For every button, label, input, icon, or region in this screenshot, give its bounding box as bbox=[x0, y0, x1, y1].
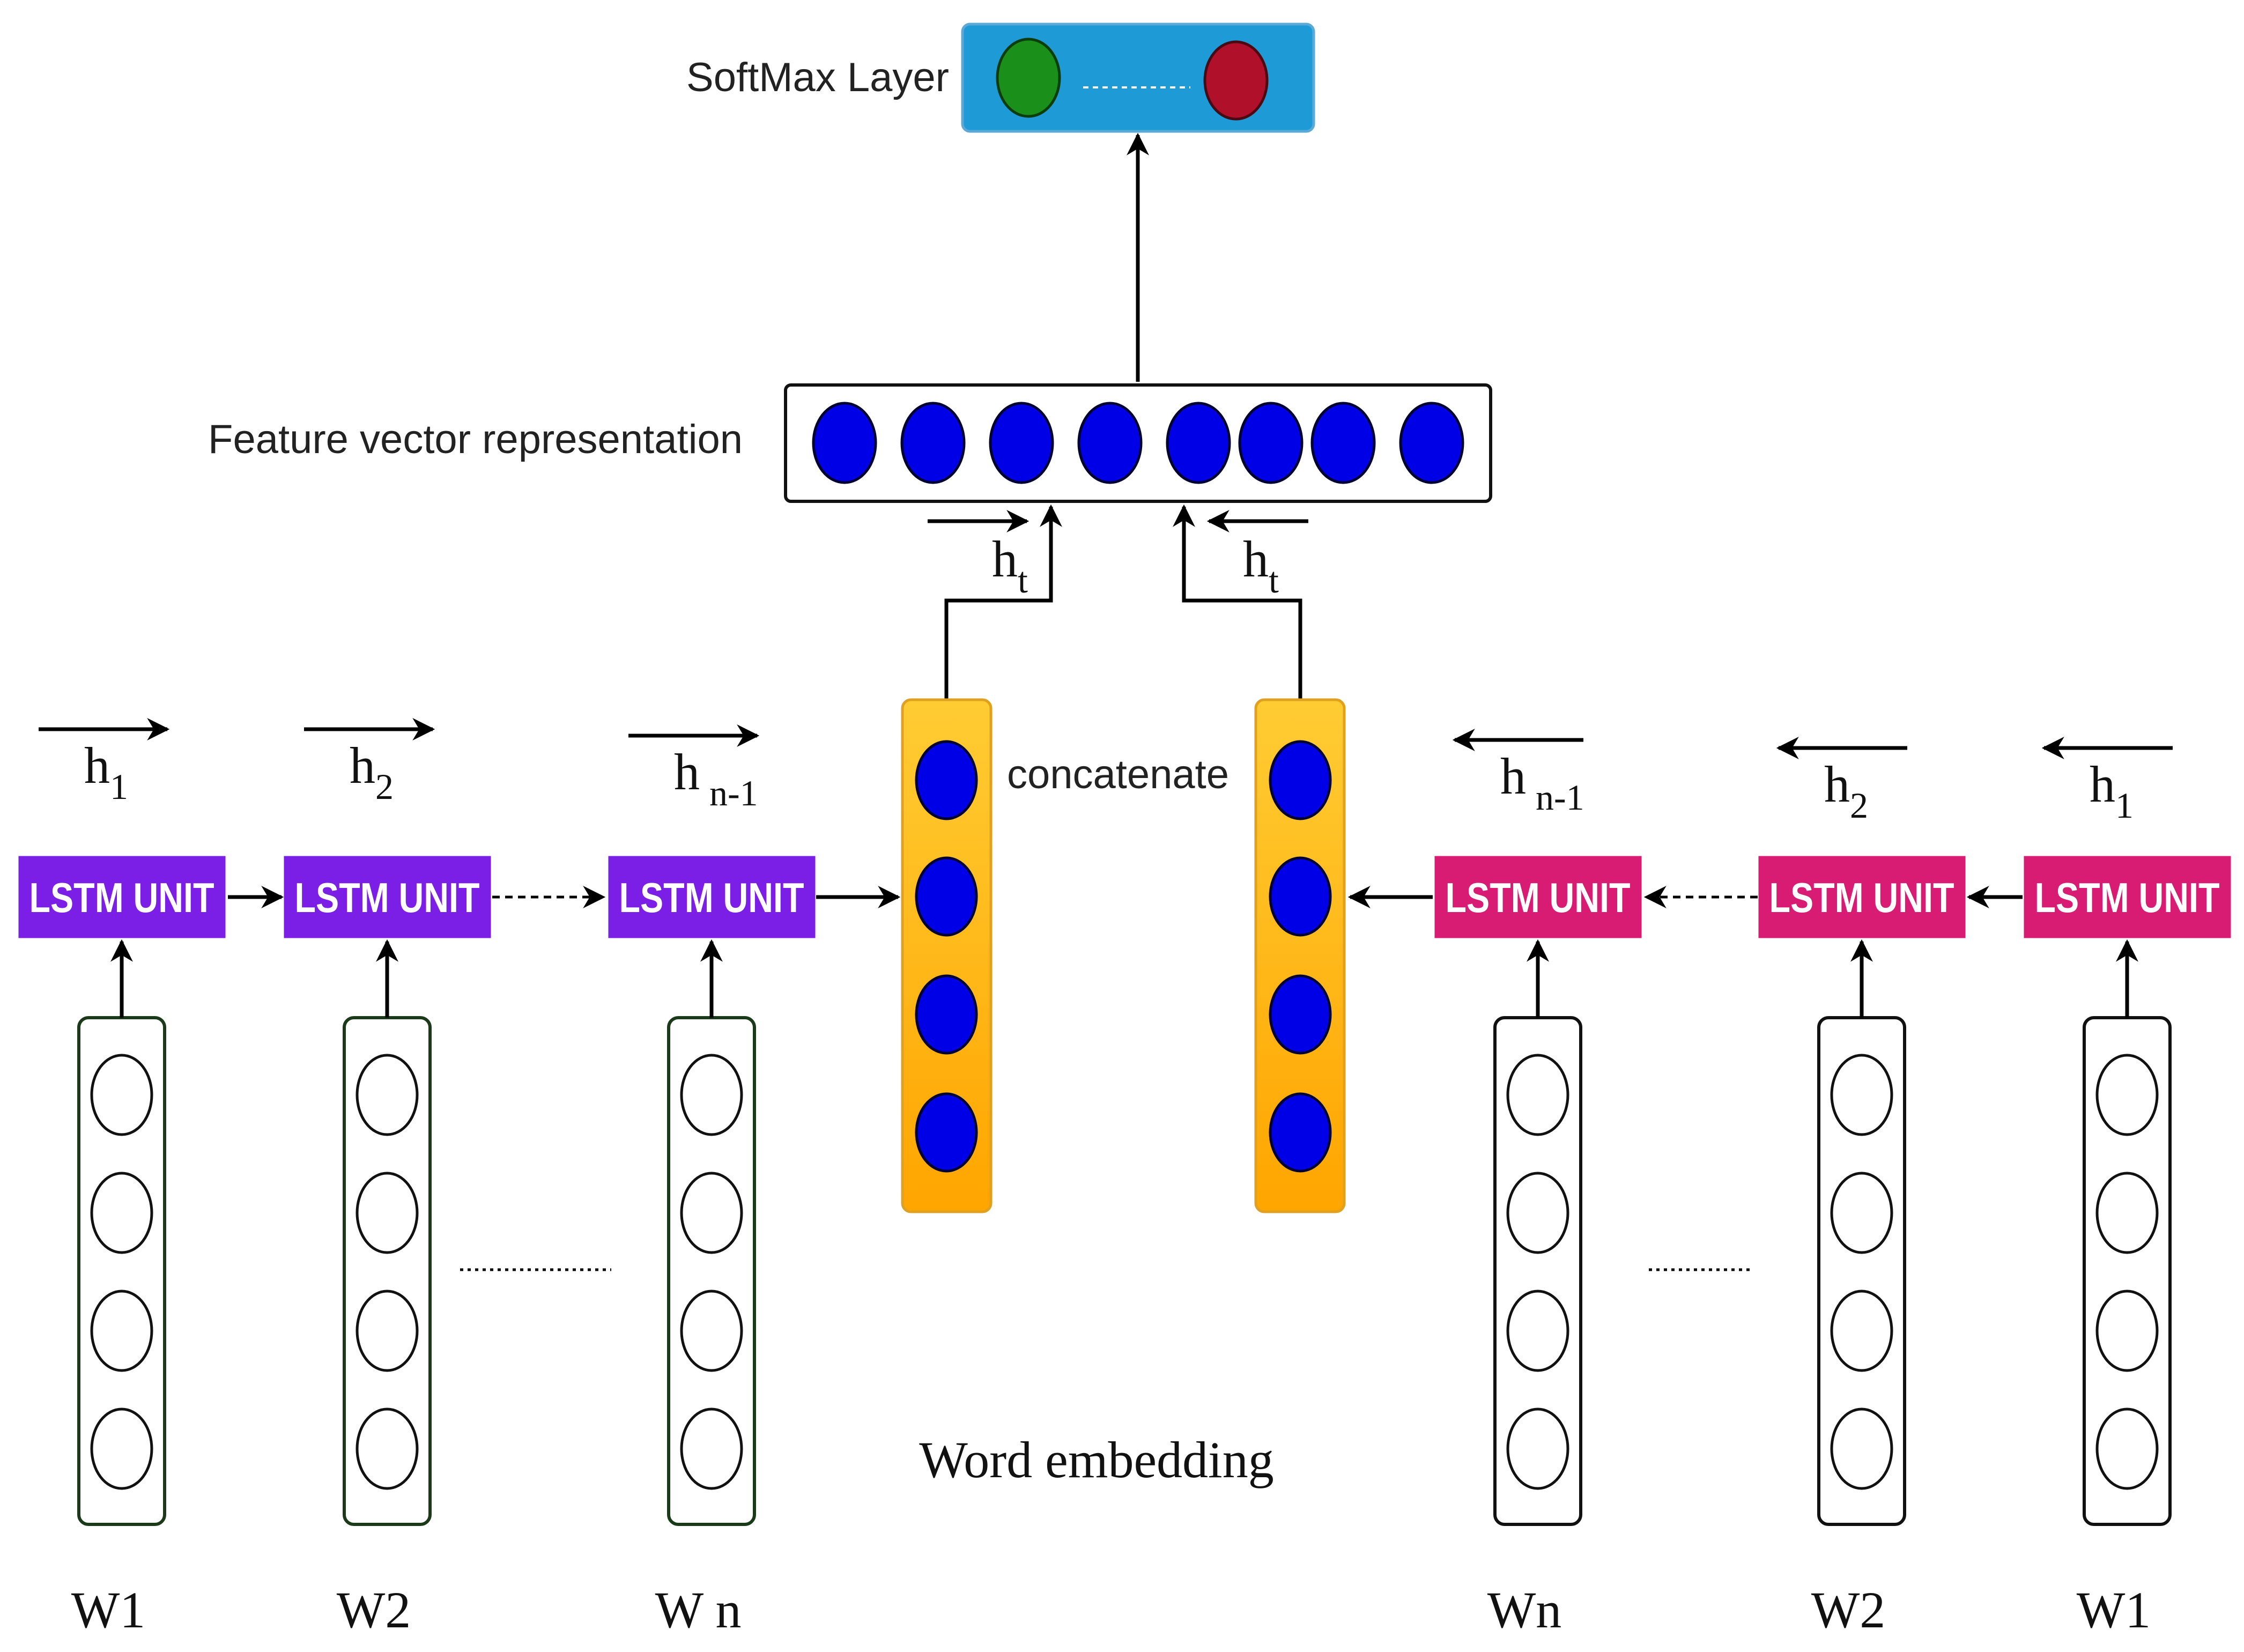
feature-node bbox=[989, 402, 1054, 484]
word-label: Wn bbox=[1487, 1581, 1562, 1639]
word-label: W2 bbox=[1811, 1581, 1886, 1639]
lstm-unit-label: LSTM UNIT bbox=[1769, 874, 1954, 921]
embedding-node bbox=[2095, 1290, 2159, 1372]
lstm-unit-box bbox=[1758, 856, 1966, 938]
concat-node bbox=[1269, 974, 1332, 1055]
embedding-node bbox=[1830, 1172, 1893, 1254]
concat-column-forward bbox=[901, 698, 993, 1213]
concat-node bbox=[1269, 1092, 1332, 1173]
final-state-backward-label: ht bbox=[1243, 530, 1279, 601]
hidden-state-label: h2 bbox=[350, 737, 394, 807]
feature-nodes bbox=[812, 402, 1464, 484]
arrow-backward-concat-to-feature bbox=[1173, 504, 1302, 700]
softmax-layer: SoftMax Layer bbox=[686, 23, 1315, 133]
word-label: W1 bbox=[2077, 1581, 2151, 1639]
softmax-node-green bbox=[996, 38, 1061, 118]
hidden-state-label: h1 bbox=[84, 737, 128, 807]
embedding-node bbox=[1506, 1290, 1569, 1372]
word-embedding-label: Word embedding bbox=[919, 1431, 1273, 1488]
embedding-node bbox=[90, 1054, 153, 1136]
embedding-node bbox=[1506, 1054, 1569, 1136]
lstm-unit-label: LSTM UNIT bbox=[1446, 874, 1631, 921]
embedding-node bbox=[356, 1054, 419, 1136]
concatenate-label: concatenate bbox=[1007, 752, 1229, 797]
concat-column-backward bbox=[1254, 698, 1346, 1213]
softmax-node-red bbox=[1203, 40, 1269, 121]
feature-node bbox=[900, 402, 966, 484]
hidden-state-label: h2 bbox=[1824, 755, 1868, 826]
lstm-unit-label: LSTM UNIT bbox=[619, 874, 804, 921]
feature-vector: Feature vector representation bbox=[208, 383, 1492, 503]
embedding-node bbox=[356, 1290, 419, 1372]
lstm-unit-box bbox=[608, 856, 816, 938]
concat-forward-nodes bbox=[915, 740, 978, 1173]
embedding-node bbox=[1830, 1290, 1893, 1372]
feature-node bbox=[812, 402, 877, 484]
word-label: W1 bbox=[71, 1581, 146, 1639]
word-label: W2 bbox=[337, 1581, 411, 1639]
embedding-node bbox=[1830, 1407, 1893, 1490]
feature-vector-label: Feature vector representation bbox=[208, 417, 743, 462]
feature-node bbox=[1077, 402, 1143, 484]
lstm-unit-label: LSTM UNIT bbox=[295, 874, 480, 921]
arrow-forward-concat-to-feature bbox=[944, 504, 1062, 700]
embedding-node bbox=[2095, 1054, 2159, 1136]
embedding-node bbox=[90, 1172, 153, 1254]
final-state-forward: ht bbox=[928, 510, 1030, 601]
concat-forward-box bbox=[901, 698, 993, 1213]
concat-node bbox=[915, 740, 978, 820]
embedding-node bbox=[356, 1407, 419, 1490]
feature-node bbox=[1310, 402, 1376, 484]
concat-backward-nodes bbox=[1269, 740, 1332, 1173]
embedding-node bbox=[680, 1054, 743, 1136]
embedding-node bbox=[1506, 1172, 1569, 1254]
embedding-node bbox=[1830, 1054, 1893, 1136]
concat-node bbox=[1269, 856, 1332, 937]
final-state-backward: ht bbox=[1206, 510, 1308, 601]
final-state-forward-label: ht bbox=[992, 530, 1028, 601]
embedding-node bbox=[90, 1407, 153, 1490]
lstm-unit-label: LSTM UNIT bbox=[29, 874, 214, 921]
embedding-node bbox=[680, 1290, 743, 1372]
embedding-node bbox=[356, 1172, 419, 1254]
embedding-node bbox=[1506, 1407, 1569, 1490]
feature-node bbox=[1166, 402, 1231, 484]
embedding-node bbox=[90, 1290, 153, 1372]
lstm-unit-box bbox=[284, 856, 491, 938]
word-label: W n bbox=[655, 1581, 742, 1639]
concat-backward-box bbox=[1254, 698, 1346, 1213]
softmax-label: SoftMax Layer bbox=[686, 55, 949, 100]
concat-node bbox=[915, 856, 978, 937]
lstm-unit-box bbox=[1434, 856, 1642, 938]
embedding-node bbox=[2095, 1407, 2159, 1490]
concat-node bbox=[1269, 740, 1332, 820]
feature-node bbox=[1399, 402, 1464, 484]
embedding-node bbox=[2095, 1172, 2159, 1254]
lstm-unit-box bbox=[2024, 856, 2231, 938]
feature-node bbox=[1238, 402, 1304, 484]
embedding-node bbox=[680, 1172, 743, 1254]
hidden-state-label: h1 bbox=[2090, 755, 2134, 826]
lstm-unit-label: LSTM UNIT bbox=[2035, 874, 2220, 921]
concat-node bbox=[915, 1092, 978, 1173]
lstm-unit-box bbox=[18, 856, 226, 938]
embedding-node bbox=[680, 1407, 743, 1490]
concat-node bbox=[915, 974, 978, 1055]
